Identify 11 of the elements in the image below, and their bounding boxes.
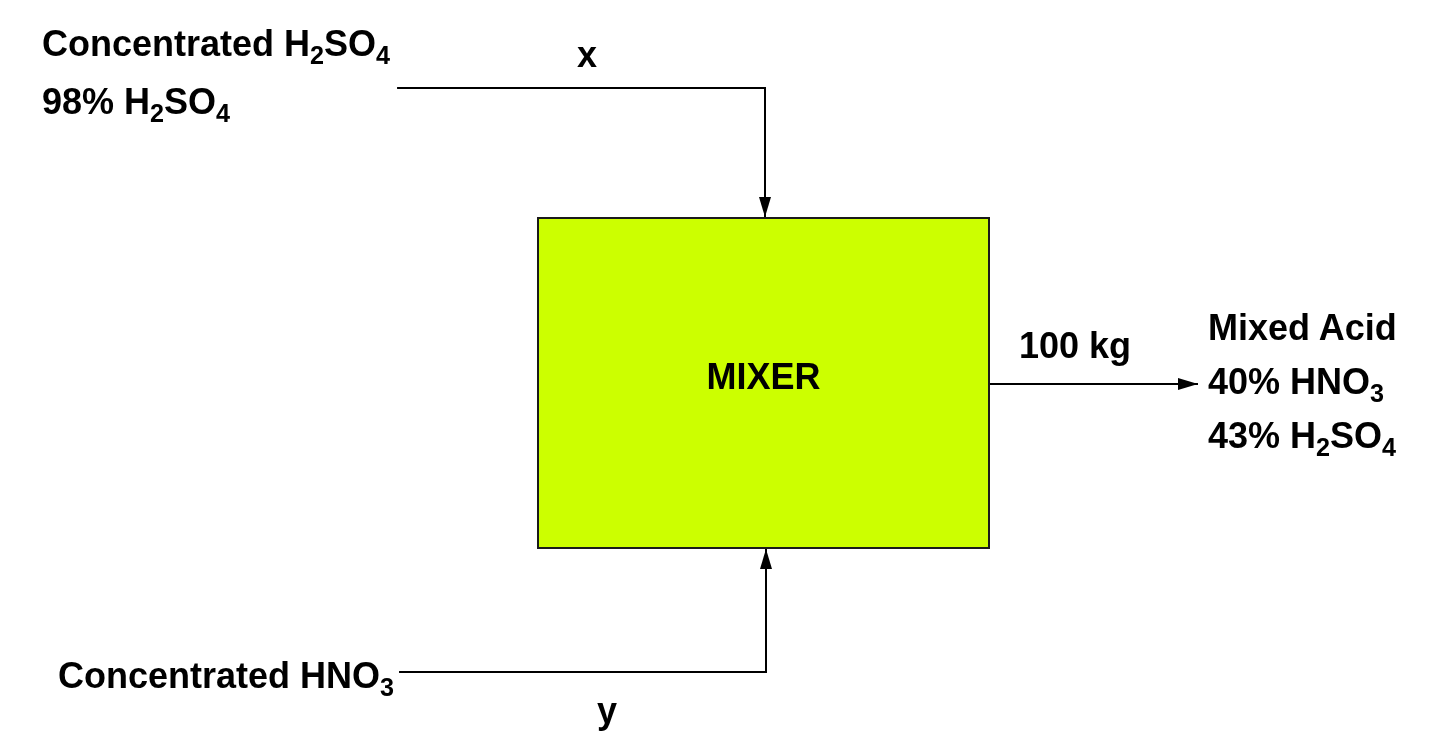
stream-composition: 43% H$_{2}$SO$_{4}$ — [1208, 414, 1397, 457]
process-box — [537, 217, 990, 549]
stream-composition: 40% HNO$_{3}$ — [1208, 361, 1386, 403]
stream-name: Mixed Acid — [1208, 307, 1397, 349]
stream-composition: 98% H$_{2}$SO$_{4}$ — [42, 81, 232, 123]
flow-arrow — [396, 87, 771, 218]
flow-arrow — [398, 548, 772, 673]
stream-name: Concentrated HNO$_{3}$ — [58, 655, 395, 697]
process-label: MIXER — [706, 356, 821, 398]
stream-name: Concentrated H$_{2}$SO$_{4}$ — [42, 23, 391, 65]
flow-arrow — [989, 378, 1199, 390]
